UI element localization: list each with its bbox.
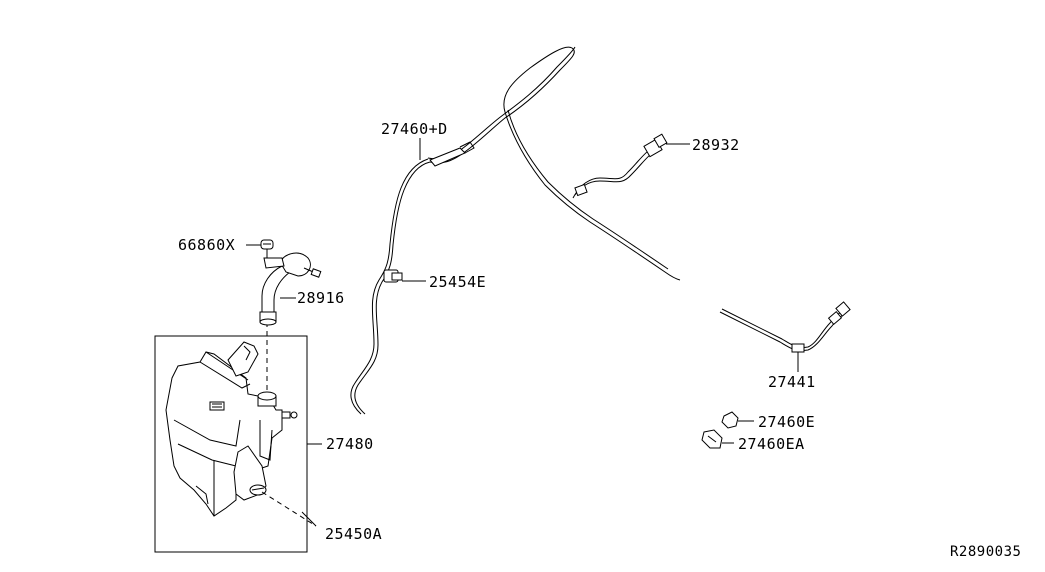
diagram-reference: R2890035 <box>950 544 1021 560</box>
filler-neck-28916[interactable] <box>259 252 322 326</box>
joint-27460E[interactable] <box>721 411 754 429</box>
washer-hose-main[interactable] <box>350 46 681 415</box>
hose-clip-25454E[interactable] <box>383 269 426 283</box>
dash-pump-to-label <box>261 491 317 527</box>
label-25450A: 25450A <box>325 525 382 543</box>
nozzle-connector-28932[interactable] <box>643 133 690 158</box>
washer-tank-27480[interactable] <box>165 341 298 517</box>
label-25454E: 25454E <box>429 273 486 291</box>
label-27460EA: 27460EA <box>738 435 805 453</box>
washer-pump-25450A[interactable] <box>233 445 267 501</box>
label-27441: 27441 <box>768 373 816 391</box>
label-27480: 27480 <box>326 435 374 453</box>
leader-25450A <box>301 511 317 527</box>
washer-hose-27441[interactable] <box>719 301 851 372</box>
label-66860X: 66860X <box>178 236 235 254</box>
label-28932: 28932 <box>692 136 740 154</box>
joint-27460EA[interactable] <box>701 429 734 449</box>
fastener-66860X[interactable] <box>246 239 274 258</box>
label-27460E: 27460E <box>758 413 815 431</box>
label-27460D: 27460+D <box>381 120 448 138</box>
label-28916: 28916 <box>297 289 345 307</box>
washer-hose-branch[interactable] <box>572 147 656 199</box>
